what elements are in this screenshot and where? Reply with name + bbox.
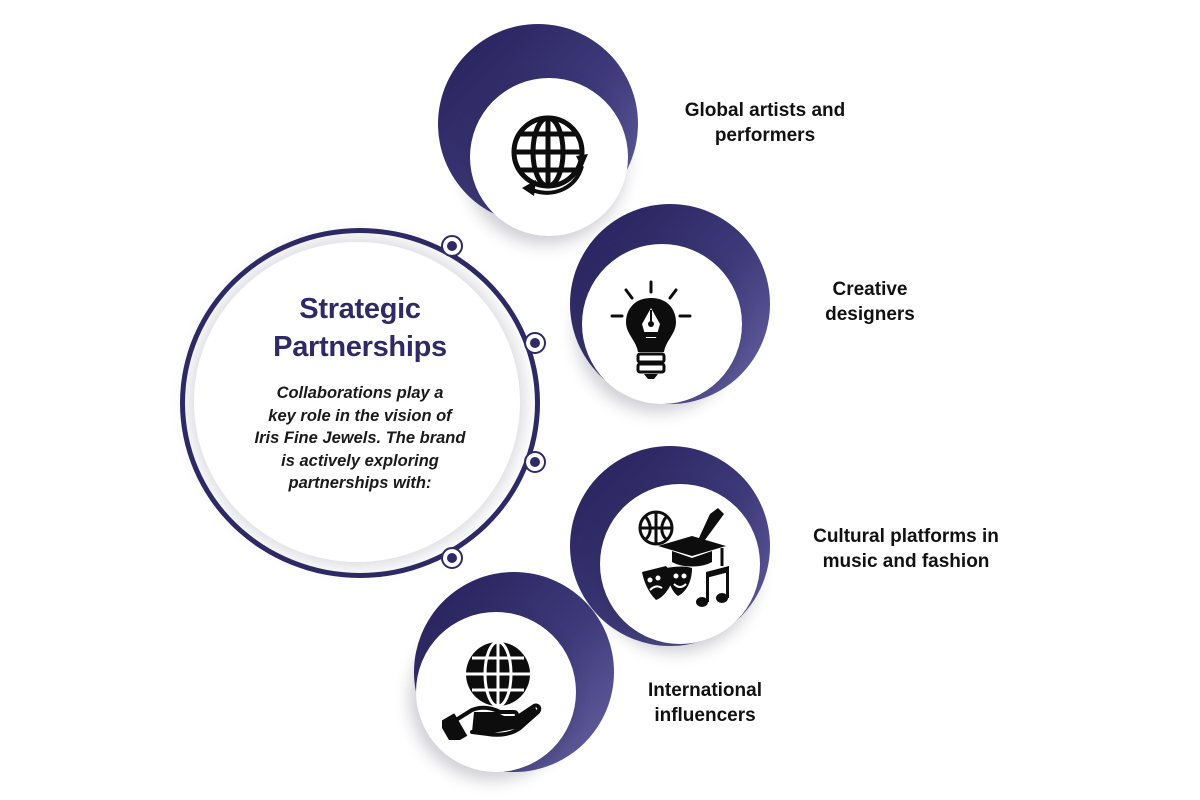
connector-dot (441, 235, 463, 257)
globe-hand-icon (442, 640, 542, 740)
item-label-line: designers (825, 304, 915, 325)
item-label: Cultural platforms in music and fashion (796, 524, 1016, 574)
center-circle (194, 242, 520, 562)
center-title-line: Partnerships (273, 331, 447, 363)
center-title-line: Strategic (299, 293, 421, 325)
description-line: partnerships with: (288, 474, 432, 492)
center-description: Collaborations play a key role in the vi… (250, 382, 470, 495)
node-global-artists (438, 24, 638, 236)
description-line: key role in the vision of (268, 406, 452, 425)
center-ring (180, 228, 540, 578)
item-label: Creative designers (800, 277, 940, 327)
globe-arrows-icon (511, 115, 588, 196)
item-label-line: Creative (832, 279, 908, 300)
description-line: is actively exploring (281, 451, 439, 470)
center-title: Strategic Partnerships (230, 290, 490, 366)
item-label-line: influencers (654, 705, 756, 726)
item-label-line: performers (714, 125, 816, 146)
lightbulb-pen-icon (610, 280, 692, 379)
item-label-line: music and fashion (822, 551, 990, 572)
connector-dot (441, 547, 463, 569)
connector-dot (524, 332, 546, 354)
item-label: Global artists and performers (660, 98, 870, 148)
node-creative-designers (570, 204, 770, 404)
item-label: International influencers (630, 678, 780, 728)
item-label-line: International (647, 680, 762, 701)
connector-dot (524, 451, 546, 473)
description-line: Iris Fine Jewels. The brand (254, 429, 466, 447)
item-label-line: Global artists and (684, 100, 846, 121)
node-cultural-platforms (570, 446, 770, 646)
description-line: Collaborations play a (276, 384, 444, 402)
item-label-line: Cultural platforms in (813, 526, 999, 547)
culture-arts-icon (638, 508, 729, 607)
node-international-influencers (414, 572, 614, 772)
